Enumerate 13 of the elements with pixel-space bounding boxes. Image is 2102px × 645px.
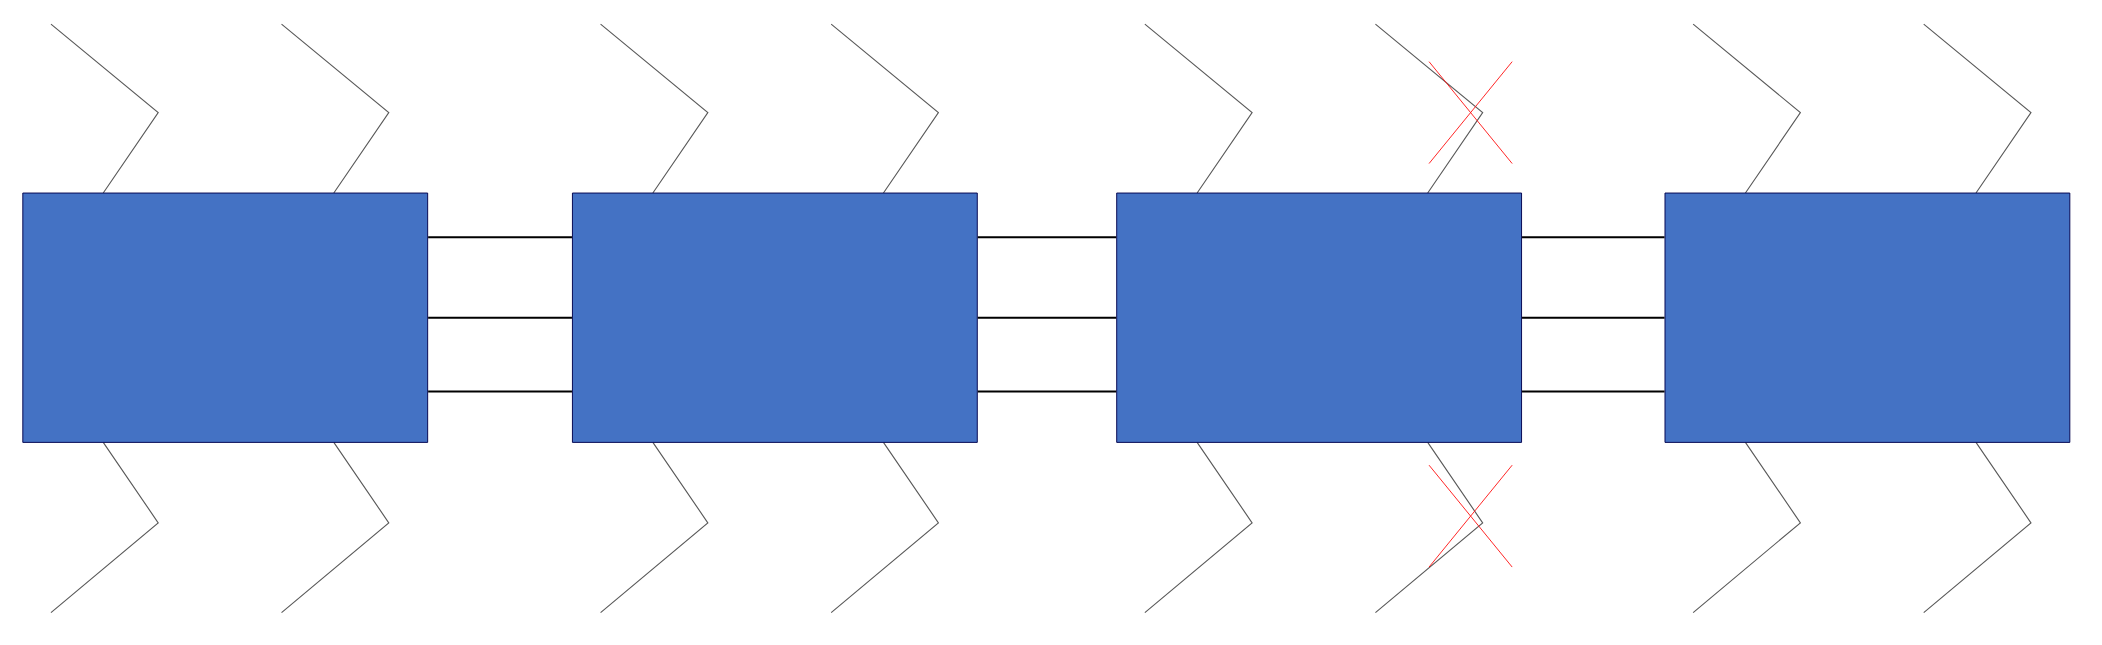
connector-line (427, 316, 573, 319)
connector-line (427, 236, 573, 239)
block (1116, 192, 1522, 443)
connector-line (976, 390, 1118, 393)
block (1664, 192, 2071, 443)
connector-line (427, 390, 573, 393)
block (571, 192, 978, 443)
connector-line (1521, 316, 1666, 319)
block (22, 192, 429, 443)
connector-line (1521, 390, 1666, 393)
connector-line (976, 236, 1118, 239)
connector-line (1521, 236, 1666, 239)
connector-line (976, 316, 1118, 319)
